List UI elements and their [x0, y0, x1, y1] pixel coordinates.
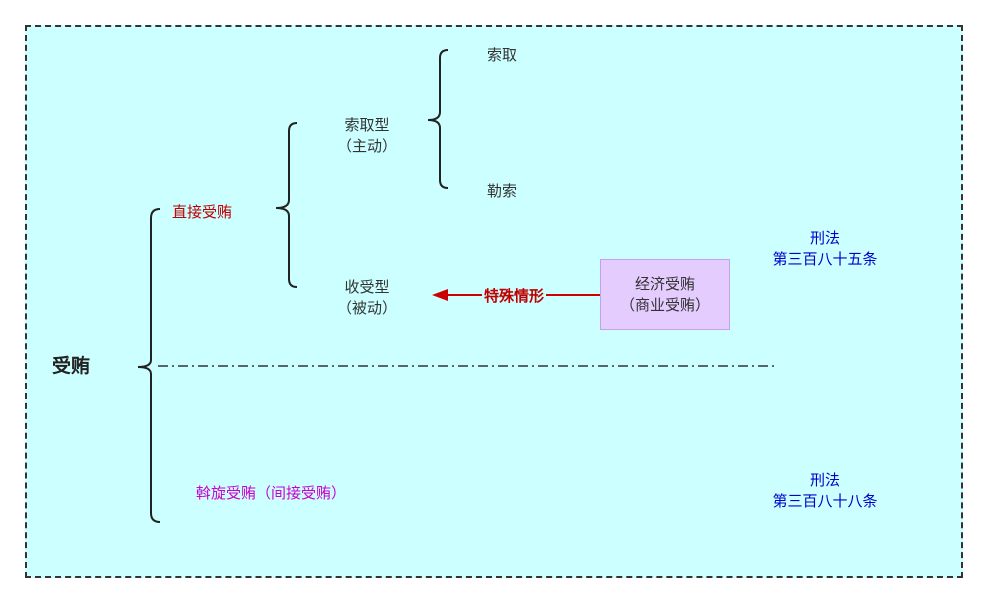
root-label: 受贿	[52, 355, 91, 377]
law2-line1: 刑法	[809, 471, 840, 489]
special-case-label: 特殊情形	[482, 286, 547, 307]
demand-leaf-2: 勒索	[487, 182, 518, 200]
demand-type-line2: （主动）	[336, 137, 397, 155]
demand-type-line1: 索取型	[344, 116, 390, 134]
economic-bribery-box: 经济受贿 （商业受贿）	[600, 259, 730, 330]
direct-brace	[275, 122, 298, 288]
law-article-388: 刑法 第三百八十八条	[755, 470, 895, 512]
arrow-head	[432, 289, 448, 301]
law-article-385: 刑法 第三百八十五条	[755, 228, 895, 270]
economic-line2: （商业受贿）	[619, 295, 710, 314]
economic-line1: 经济受贿	[634, 274, 695, 293]
law1-line2: 第三百八十五条	[772, 250, 878, 268]
demand-brace	[427, 49, 449, 189]
direct-bribery-label: 直接受贿	[172, 203, 233, 221]
demand-leaf-1: 索取	[487, 46, 518, 64]
law1-line1: 刑法	[809, 229, 840, 247]
accept-type-line1: 收受型	[344, 278, 390, 296]
accept-type-label: 收受型 （被动）	[335, 277, 399, 319]
demand-type-label: 索取型 （主动）	[335, 115, 399, 157]
indirect-bribery-label: 斡旋受贿（间接受贿）	[196, 484, 347, 502]
law2-line2: 第三百八十八条	[772, 492, 878, 510]
root-brace	[137, 208, 161, 523]
accept-type-line2: （被动）	[336, 299, 397, 317]
